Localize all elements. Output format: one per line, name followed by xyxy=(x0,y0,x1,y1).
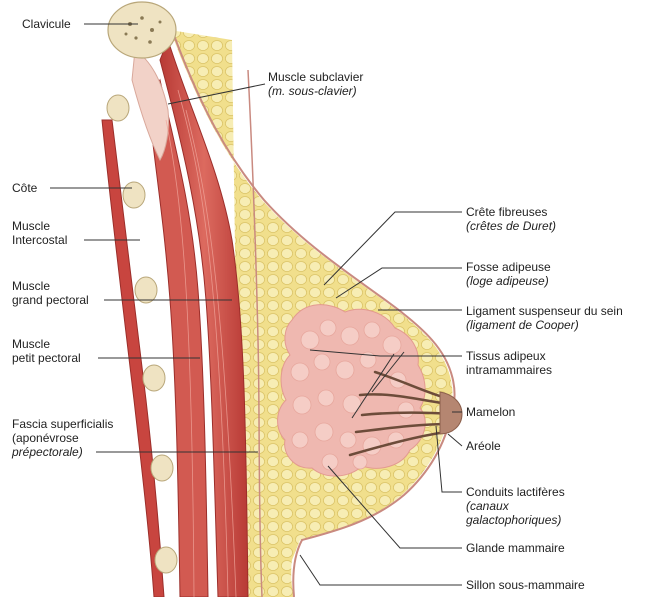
label-muscle-grand-pectoral: Muscle grand pectoral xyxy=(12,279,89,307)
petit-pectoral-line2: petit pectoral xyxy=(12,351,81,365)
clavicle-bone xyxy=(108,2,176,58)
ligament-line1: Ligament suspenseur du sein xyxy=(466,304,623,318)
conduits-line3: galactophoriques) xyxy=(466,513,565,527)
label-muscle-subclavier: Muscle subclavier (m. sous-clavier) xyxy=(268,70,363,98)
intercostal-line1: Muscle xyxy=(12,219,67,233)
fosse-line1: Fosse adipeuse xyxy=(466,260,551,274)
fascia-line2: (aponévrose xyxy=(12,431,113,445)
areole-text: Aréole xyxy=(466,439,501,453)
fascia-line1: Fascia superficialis xyxy=(12,417,113,431)
glande-text: Glande mammaire xyxy=(466,541,565,555)
label-areole: Aréole xyxy=(466,439,501,453)
cote-text: Côte xyxy=(12,181,37,195)
label-muscle-petit-pectoral: Muscle petit pectoral xyxy=(12,337,81,365)
grand-pectoral-line1: Muscle xyxy=(12,279,89,293)
label-cote: Côte xyxy=(12,181,37,195)
ligament-line2: (ligament de Cooper) xyxy=(466,318,623,332)
petit-pectoral-line1: Muscle xyxy=(12,337,81,351)
label-glande-mammaire: Glande mammaire xyxy=(466,541,565,555)
intercostal-line2: Intercostal xyxy=(12,233,67,247)
subclavier-text: Muscle subclavier xyxy=(268,70,363,84)
label-mamelon: Mamelon xyxy=(466,405,515,419)
label-ligament-suspenseur: Ligament suspenseur du sein (ligament de… xyxy=(466,304,623,332)
grand-pectoral-line2: grand pectoral xyxy=(12,293,89,307)
label-fascia-superficialis: Fascia superficialis (aponévrose prépect… xyxy=(12,417,113,459)
fosse-line2: (loge adipeuse) xyxy=(466,274,551,288)
conduits-line2: (canaux xyxy=(466,499,565,513)
tissus-line1: Tissus adipeux xyxy=(466,349,552,363)
label-crete-fibreuses: Crête fibreuses (crêtes de Duret) xyxy=(466,205,556,233)
label-clavicule: Clavicule xyxy=(22,17,71,31)
subclavier-latin-text: (m. sous-clavier) xyxy=(268,84,363,98)
sillon-text: Sillon sous-mammaire xyxy=(466,578,585,592)
tissus-line2: intramammaires xyxy=(466,363,552,377)
label-fosse-adipeuse: Fosse adipeuse (loge adipeuse) xyxy=(466,260,551,288)
nipple xyxy=(440,392,462,434)
crete-line1: Crête fibreuses xyxy=(466,205,556,219)
fascia-line3: prépectorale) xyxy=(12,445,113,459)
conduits-line1: Conduits lactifères xyxy=(466,485,565,499)
label-sillon-sous-mammaire: Sillon sous-mammaire xyxy=(466,578,585,592)
label-muscle-intercostal: Muscle Intercostal xyxy=(12,219,67,247)
clavicule-text: Clavicule xyxy=(22,17,71,31)
label-tissus-adipeux: Tissus adipeux intramammaires xyxy=(466,349,552,377)
label-conduits-lactiferes: Conduits lactifères (canaux galactophori… xyxy=(466,485,565,527)
mamelon-text: Mamelon xyxy=(466,405,515,419)
crete-line2: (crêtes de Duret) xyxy=(466,219,556,233)
